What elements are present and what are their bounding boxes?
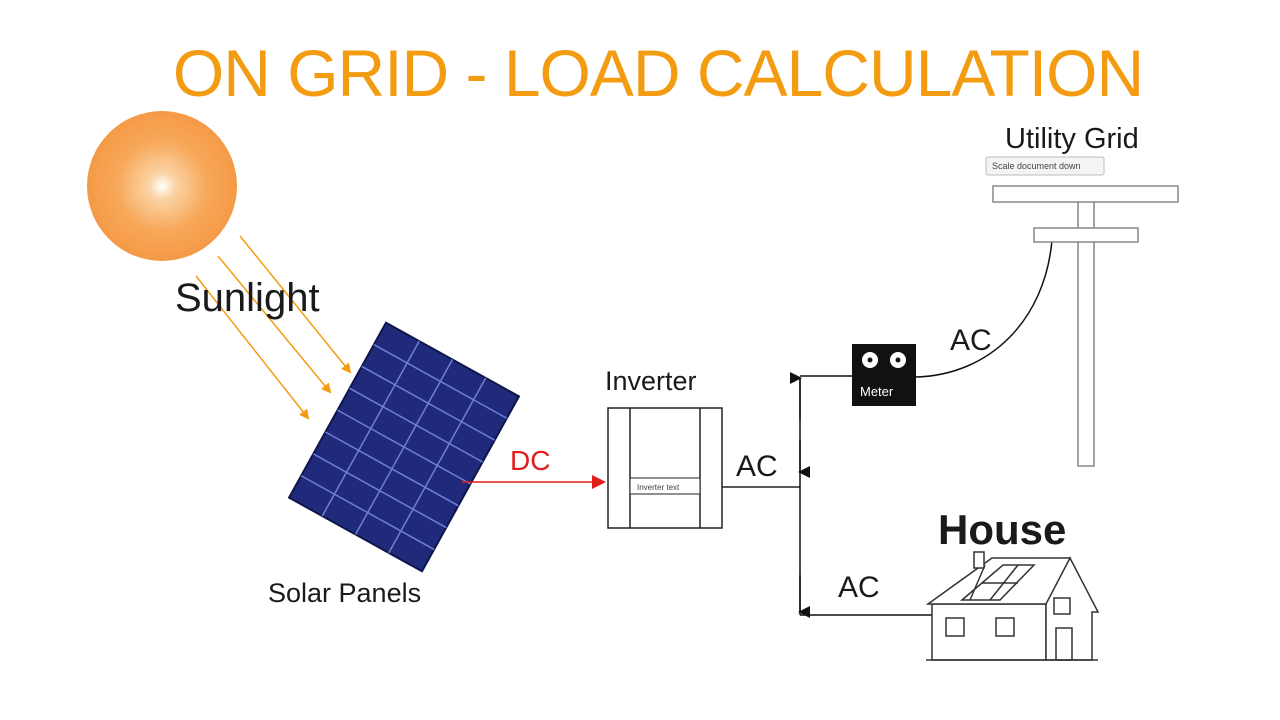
utility-grid-label: Utility Grid xyxy=(1005,123,1139,155)
ac-label-inverter: AC xyxy=(736,450,778,483)
meter-icon xyxy=(852,344,916,406)
meter-label: Meter xyxy=(860,384,894,399)
inverter-screen-text: Inverter text xyxy=(637,483,680,492)
house-icon xyxy=(925,551,1100,661)
dc-label: DC xyxy=(510,445,550,476)
light-rays xyxy=(195,235,352,420)
inverter-label: Inverter xyxy=(605,366,697,396)
ac-bus xyxy=(790,372,932,618)
solar-panel-icon xyxy=(287,321,521,573)
solar-panels-label: Solar Panels xyxy=(268,578,421,608)
ac-line-grid xyxy=(915,239,1053,378)
house-label: House xyxy=(938,506,1066,553)
page-title: ON GRID - LOAD CALCULATION xyxy=(172,36,1144,110)
utility-pole-icon xyxy=(992,185,1179,467)
tooltip-text: Scale document down xyxy=(992,161,1081,171)
ac-label-house: AC xyxy=(838,571,880,604)
ac-label-grid: AC xyxy=(950,324,992,357)
tooltip xyxy=(985,156,1105,176)
sun-icon xyxy=(87,111,237,261)
inverter-icon xyxy=(607,407,723,529)
sunlight-label: Sunlight xyxy=(175,276,320,320)
